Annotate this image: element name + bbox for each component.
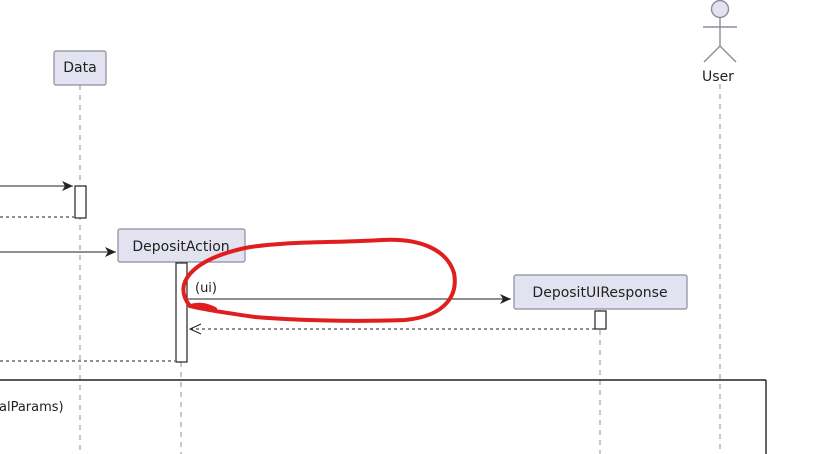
ui-message-label: (ui) <box>195 281 217 296</box>
deposit-ui-response-activation <box>594 310 607 330</box>
message-to-data-arrowhead <box>62 181 73 191</box>
user-actor-right-leg <box>719 45 737 63</box>
data-participant-label: Data <box>63 60 96 76</box>
ui-message-arrowhead <box>500 294 511 304</box>
user-actor <box>703 0 737 63</box>
user-actor-left-leg <box>703 45 721 63</box>
red-highlight-annotation-tail <box>188 302 217 311</box>
return-from-deposit-ui-response-arrowhead <box>188 323 202 335</box>
fragment-label: alParams) <box>0 400 64 415</box>
user-actor-head <box>710 0 730 19</box>
create-deposit-action-arrowhead <box>105 247 116 257</box>
deposit-action-participant-box <box>117 228 246 263</box>
red-highlight-annotation <box>181 237 457 323</box>
data-activation <box>74 185 87 219</box>
deposit-ui-response-participant-box <box>513 274 688 310</box>
user-actor-label: User <box>702 69 734 85</box>
deposit-action-activation <box>175 262 188 363</box>
data-participant-box <box>53 50 107 86</box>
deposit-action-participant-label: DepositAction <box>132 239 229 255</box>
deposit-ui-response-participant-label: DepositUIResponse <box>532 285 667 301</box>
